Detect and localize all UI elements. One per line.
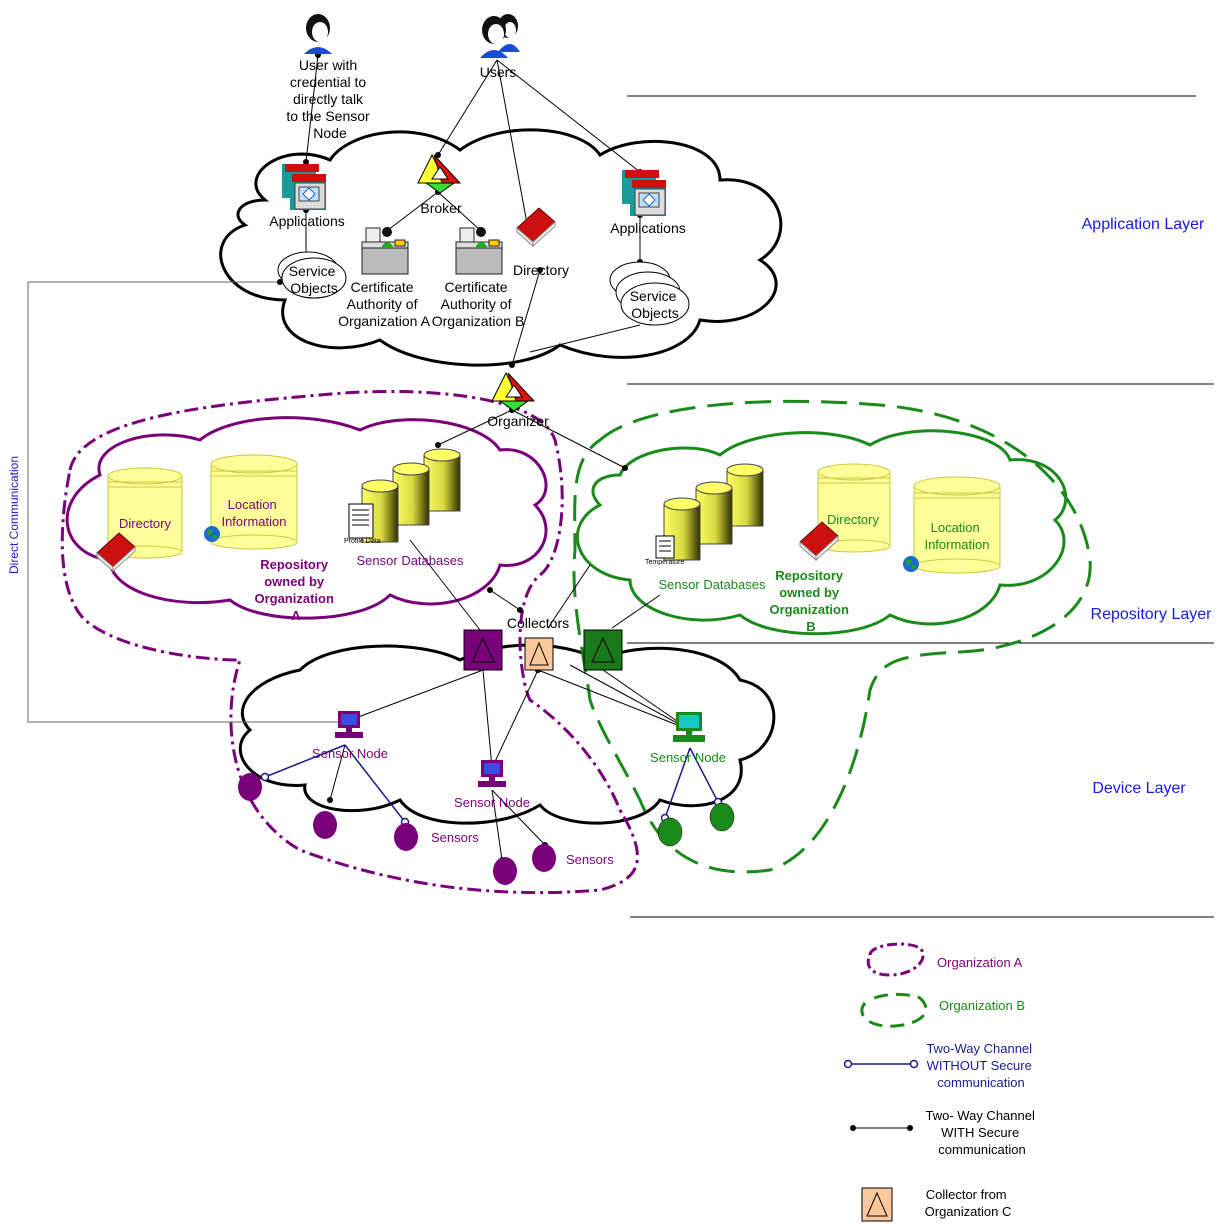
sensors-org-a bbox=[238, 773, 556, 885]
sensors-org-b bbox=[657, 802, 735, 847]
insecure-channels bbox=[264, 744, 719, 823]
repo-b-sensor-databases-label: Sensor Databases bbox=[659, 577, 766, 592]
users-icon bbox=[480, 14, 520, 58]
service-objects-left-label: Service Objects bbox=[289, 263, 340, 296]
ca-b-label: Certificate Authority of Organization B bbox=[432, 279, 525, 329]
repo-b-location-cylinder bbox=[913, 476, 1001, 574]
repository-layer-label: Repository Layer bbox=[1091, 606, 1213, 623]
sensor-node-a1-label: Sensor Node bbox=[312, 746, 388, 761]
sensor-node-a1-icon bbox=[335, 711, 363, 738]
credential-user-label: User with credential to directly talk to… bbox=[286, 57, 373, 141]
direct-communication-line bbox=[27, 281, 345, 723]
credential-user-icon bbox=[304, 14, 332, 54]
repo-b-directory-cylinder bbox=[817, 463, 891, 553]
legend-collector-c-label: Collector from Organization C bbox=[925, 1187, 1012, 1219]
legend: Organization A Organization B Two-Way Ch… bbox=[843, 942, 1039, 1222]
legend-org-b-swatch bbox=[860, 992, 928, 1028]
service-objects-left bbox=[277, 251, 347, 299]
legend-org-b-label: Organization B bbox=[939, 998, 1025, 1013]
repo-b-owner-label: Repository owned by Organization B bbox=[769, 568, 852, 634]
service-objects-right-label: Service Objects bbox=[630, 288, 681, 321]
device-layer-label: Device Layer bbox=[1092, 780, 1186, 797]
repo-a-location-cylinder bbox=[210, 454, 298, 550]
repo-a-location-label: Location Information bbox=[221, 497, 286, 529]
applications-right-label: Applications bbox=[610, 220, 686, 236]
legend-insecure-label: Two-Way Channel WITHOUT Secure communica… bbox=[926, 1041, 1035, 1090]
application-layer-label: Application Layer bbox=[1082, 216, 1205, 233]
organizer-icon bbox=[491, 372, 535, 412]
repo-a-directory-label: Directory bbox=[119, 516, 172, 531]
sensor-node-a2-label: Sensor Node bbox=[454, 795, 530, 810]
collector-a bbox=[463, 629, 503, 671]
secure-channels bbox=[305, 54, 691, 861]
direct-communication-label: Direct Communication bbox=[7, 456, 21, 574]
legend-secure-label: Two- Way Channel WITH Secure communicati… bbox=[926, 1108, 1039, 1157]
broker-label: Broker bbox=[420, 200, 462, 216]
legend-org-a-label: Organization A bbox=[937, 955, 1023, 970]
collector-c bbox=[524, 637, 554, 671]
repo-a-sensor-databases bbox=[348, 448, 461, 543]
users-label: Users bbox=[480, 64, 517, 80]
repo-a-globe-icon bbox=[204, 526, 220, 542]
repo-b-directory-label: Directory bbox=[827, 512, 880, 527]
repo-b-temperature-label: Temperature bbox=[645, 559, 684, 566]
sensor-node-b-label: Sensor Node bbox=[650, 750, 726, 765]
directory-label: Directory bbox=[513, 262, 569, 278]
ca-a-label: Certificate Authority of Organization A bbox=[338, 279, 430, 329]
organization-a-boundary bbox=[60, 389, 639, 895]
organizer-label: Organizer bbox=[487, 413, 549, 429]
repo-b-sensor-databases bbox=[655, 463, 764, 561]
applications-left-label: Applications bbox=[269, 213, 345, 229]
repo-a-owner-label: Repository owned by Organization A bbox=[254, 557, 337, 623]
repo-b-globe-icon bbox=[903, 556, 919, 572]
sensors-label-1: Sensors bbox=[431, 830, 479, 845]
legend-org-a-swatch bbox=[866, 942, 925, 977]
repo-a-sensor-databases-label: Sensor Databases bbox=[357, 553, 464, 568]
collector-b bbox=[583, 629, 623, 671]
collectors-label: Collectors bbox=[507, 615, 569, 631]
service-objects-right bbox=[609, 261, 690, 326]
sensor-node-b-icon bbox=[673, 712, 705, 742]
sensor-node-a2-icon bbox=[478, 760, 506, 787]
repo-b-location-label: Location Information bbox=[924, 520, 989, 552]
repo-a-profile-data-label: Profile Data bbox=[344, 538, 381, 545]
sensors-label-2: Sensors bbox=[566, 852, 614, 867]
